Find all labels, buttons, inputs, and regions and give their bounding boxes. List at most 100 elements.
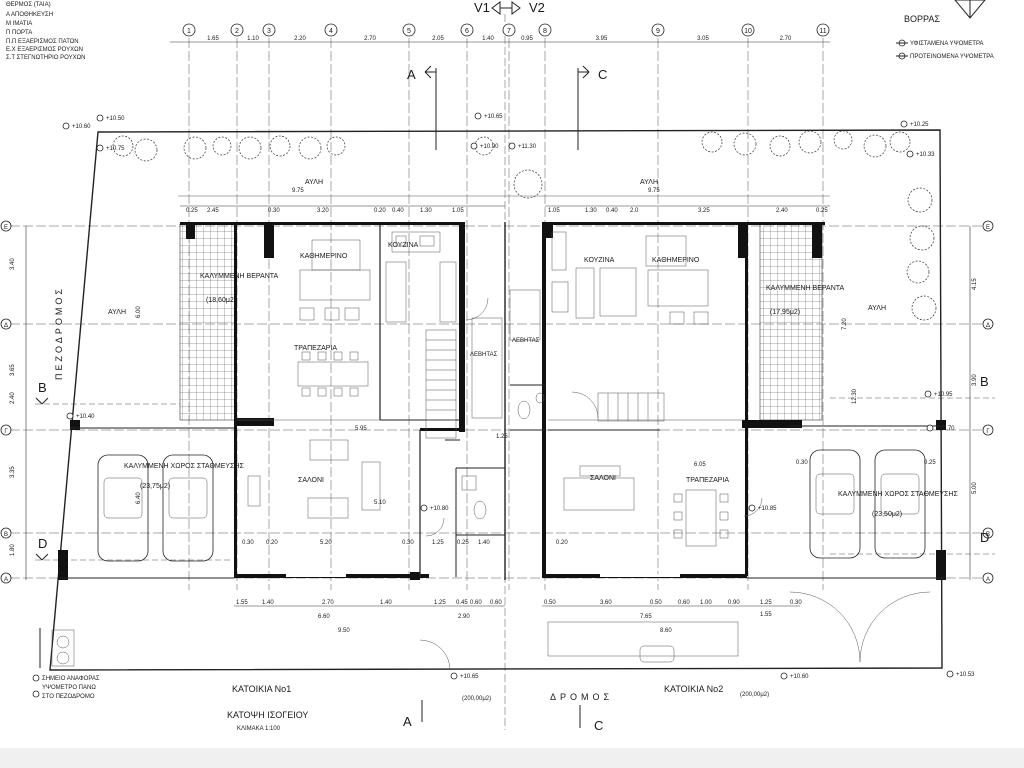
dimension-text: 0.40 [606,208,618,214]
elevation-text: +11.30 [518,144,537,150]
elevation-marker-icon [66,412,74,420]
dimension-text: 3.65 [10,364,16,376]
dimension-text: 5.00 [972,482,978,494]
room-label-veranda: ΚΑΛΥΜΜΕΝΗ ΒΕΡΑΝΤΑ [200,273,279,280]
veranda-floor [759,223,823,421]
grid-axis-bubble [741,23,755,37]
dimension-text: 1.65 [207,36,219,42]
elevation-text: +10.65 [460,674,479,680]
grid-axis-bubble [0,572,12,584]
section-label: V1 [474,0,490,15]
section-marker-b: B B [35,374,995,405]
dimension-text: 2.0 [630,208,639,214]
dimension-text: 0.25 [924,460,936,466]
elevation-text: +10.33 [916,152,935,158]
dimension-text: 3.05 [697,36,709,42]
dimension-text: 1.25 [760,600,772,606]
house-2-parking: ΚΑΛΥΜΜΕΝΗ ΧΩΡΟΣ ΣΤΑΘΜΕΥΣΗΣ (23,50μ2) [747,420,958,580]
section-marker-d: D D [35,530,995,561]
dimension-text: 2.40 [10,392,16,404]
dimension-text: 0.30 [402,540,414,546]
dimension-text: 1.05 [548,208,560,214]
grid-axis-label: E [4,225,8,231]
side-dimensions-left: 3.406.003.652.403.356.401.80 [10,226,142,580]
elevation-text: +10.65 [484,114,503,120]
pedestrian-street-label: ΠΕΖΟΔΡΟΜΟΣ [54,286,64,380]
legend-top: ΘΕΡΜΟΣ (ΤΑΙΑ) Α ΑΠΟΘΗΚΕΥΣΗ Μ ΙΜΑΤΙΑ Π ΠΟ… [6,2,85,61]
veranda-floor [179,223,237,421]
elevation-marker-icon [470,142,478,150]
dimension-text: 1.55 [236,600,248,606]
dimension-text: 0.30 [268,208,280,214]
dimension-text: 0.20 [556,540,568,546]
dimension-text: 0.60 [470,600,482,606]
section-marker-a: A A [403,65,437,729]
dimension-text: 1.05 [452,208,464,214]
grid-axis-label: Δ [4,323,8,329]
dimension-text: 1.25 [434,600,446,606]
dimension-text: 0.30 [790,600,802,606]
front-area [51,591,931,671]
section-label: C [598,67,607,82]
dimension-text: 1.40 [478,540,490,546]
staircase [597,392,665,422]
section-label: C [594,718,603,733]
grid-axis-label: 7 [507,28,511,35]
lot-width-1: 9.50 [338,628,350,634]
grid-axis-bubble [0,220,12,232]
car-icon [874,449,926,559]
dining-table [685,489,717,547]
north-label: ΒΟΡΡΑΣ [904,14,940,24]
grid-axis-label: Β [4,532,8,538]
elevation-marker-icon [780,672,788,680]
dimension-text: 1.00 [700,600,712,606]
grid-axis-label: 8 [543,28,547,35]
grid-axis-bubble [230,23,244,37]
elevation-marker-icon [508,142,516,150]
total-width-2: 9.75 [648,188,660,194]
grid-axis-bubble [982,527,994,539]
section-label: A [403,714,412,729]
house-2-plan: ΚΑΛΥΜΜΕΝΗ ΒΕΡΑΝΤΑ (17,95μ2) ΚΑΘΗΜΕΡΙΝΟ Κ… [509,222,845,578]
car-icon [809,449,861,559]
grid-axis-label: 4 [329,28,333,35]
legend-line: ΘΕΡΜΟΣ (ΤΑΙΑ) [6,2,51,8]
bottom-sub-1: 2.90 [458,614,470,620]
elevation-text: +10.25 [910,122,929,128]
dimension-text: 6.40 [136,492,142,504]
elevation-marker-icon [748,504,756,512]
grid-axis-bubble [460,23,474,37]
sofa [309,439,349,461]
grid-axis-label: 11 [819,28,826,35]
bottom-total-2: 7.65 [640,614,652,620]
grid-axis-bubble [982,220,994,232]
sofa [563,477,635,511]
grid-axis-bubble [402,23,416,37]
dimension-text: 1.10 [247,36,259,42]
legend-line: ΠΡΟΤΕΙΝΟΜΕΝΑ ΥΨΟΜΕΤΡΑ [910,54,994,60]
page-footer-band [0,748,1024,768]
dimension-text: 0.50 [544,600,556,606]
elevation-marker-icon [900,120,908,128]
grid-axis-label: 3 [267,28,271,35]
grid-axis-label: Α [986,577,990,583]
dimension-text: 0.25 [816,208,828,214]
elevation-marker-icon [450,672,458,680]
north-arrow-icon [954,0,986,19]
room-label-dining: ΤΡΑΠΕΖΑΡΙΑ [294,345,337,352]
dimension-text: 1.30 [420,208,432,214]
legend-right: ΥΦΙΣΤΑΜΕΝΑ ΥΨΟΜΕΤΡΑ ΠΡΟΤΕΙΝΟΜΕΝΑ ΥΨΟΜΕΤΡ… [896,39,994,60]
grid-axis-bubble [651,23,665,37]
elevation-marker-icon [96,144,104,152]
dimension-text: 0.60 [678,600,690,606]
elevation-text: +10.95 [934,392,953,398]
house-1-plan: ΚΑΛΥΜΜΕΝΗ ΒΕΡΑΝΤΑ (18,60μ2) ΚΑΘΗΜΕΡΙΝΟ Κ… [179,222,506,580]
elevation-text: +10.50 [106,116,125,122]
house-1-scale: ΚΛΙΜΑΚΑ 1:100 [237,726,281,732]
dimension-text: 0.30 [242,540,254,546]
